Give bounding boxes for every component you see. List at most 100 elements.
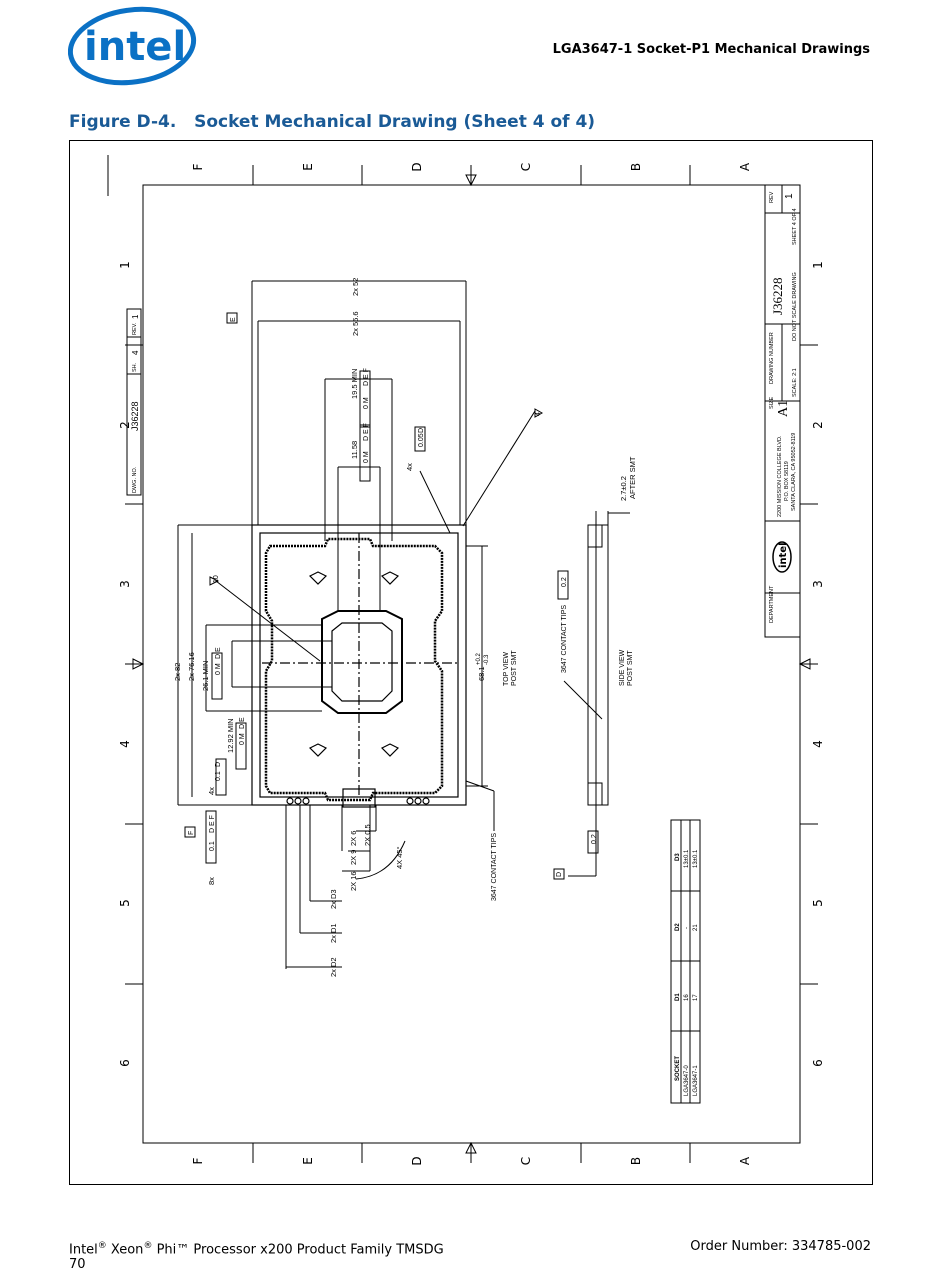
datum-e: E: [230, 317, 237, 322]
dim-76-16: 2x 76.16: [187, 652, 196, 681]
fcf-0-2-side: 0.2: [591, 834, 598, 844]
zone-number-2-right: 2: [811, 421, 825, 429]
intel-logo: intel: [68, 6, 197, 86]
tb-dwg-number: J36228: [770, 277, 785, 315]
small-title-block: [126, 308, 142, 496]
tb-address-2: P.O. BOX 58119: [784, 461, 790, 501]
zone-letter-f-top: F: [191, 163, 205, 170]
footer-order-number: Order Number: 334785-002: [690, 1239, 871, 1254]
dim-68-1: 68.1: [477, 666, 486, 681]
tb-rev: 1: [784, 193, 795, 199]
dim-2x16: 2X 16: [349, 871, 358, 891]
footer-page-number: 70: [69, 1257, 86, 1273]
dim-52: 2x 52: [351, 278, 360, 296]
datums-de-12: D E: [239, 717, 246, 729]
zone-letter-c-bottom: C: [519, 1157, 533, 1165]
tb-do-not-scale: DO NOT SCALE DRAWING: [792, 272, 798, 341]
zone-letter-a-top: A: [738, 162, 752, 171]
dim-2-7: 2.7±0.2: [619, 476, 628, 501]
dim-4x45: 4X 45°: [395, 846, 404, 869]
zone-number-3-left: 3: [118, 580, 132, 588]
figure-title: Socket Mechanical Drawing (Sheet 4 of 4): [194, 112, 596, 132]
table-header-socket: SOCKET: [675, 1056, 681, 1081]
zone-number-1-left: 1: [118, 261, 132, 269]
note-4: 4: [535, 412, 542, 416]
datums-def-19: D E F: [363, 368, 370, 386]
dim-11-58: 11.58: [350, 441, 359, 459]
label-side-post-smt: POST SMT: [627, 650, 634, 686]
zone-letter-e-top: E: [301, 163, 315, 171]
tb-address-1: 2200 MISSION COLLEGE BLVD.: [777, 435, 783, 517]
zone-number-4-right: 4: [811, 740, 825, 748]
drawing-canvas: F E D C B A F E D C B A 1 2 3 4 5 6 1 2 …: [107, 155, 825, 1166]
tb-scale: SCALE: 2:1: [792, 368, 798, 397]
dim-19-5: 19.5 MIN: [350, 369, 359, 399]
fcf-0-2-tips: 0.2: [561, 577, 568, 587]
dim-56-6: 2x 56.6: [351, 311, 360, 336]
footer-product-line: Intel® Xeon® Phi™ Processor x200 Product…: [69, 1241, 444, 1258]
dim-after-smt: AFTER SMT: [628, 456, 637, 499]
dim-2x0-5: 2X 0.5: [363, 824, 372, 846]
datum-d-side: D: [556, 872, 563, 877]
figure-number: Figure D-4.: [69, 112, 177, 132]
intel-logo-text: intel: [84, 24, 186, 70]
dim-68-1-plus: +0.2: [476, 652, 482, 665]
zone-number-3-right: 3: [811, 580, 825, 588]
dim-2xd1: 2x D1: [329, 923, 338, 943]
tb-intel-logo-text: intel: [778, 542, 789, 568]
tb-intel-logo: intel: [772, 541, 792, 573]
datum-f: F: [188, 831, 195, 835]
datums-def-11: D E F: [363, 423, 370, 441]
table-header-d2: D2: [675, 923, 681, 931]
tb-address-3: SANTA CLARA, CA 95052-8119: [791, 433, 797, 511]
zone-number-5-left: 5: [118, 899, 132, 907]
zone-letter-a-bottom: A: [738, 1156, 752, 1165]
socket-table-grid: [670, 819, 701, 1104]
dim-8x: 8x: [207, 877, 216, 885]
datums-de-26: D E: [215, 647, 222, 659]
sb-dwg-label: DWG. NO.: [132, 466, 138, 493]
zone-letter-c-top: C: [519, 163, 533, 171]
table-r2-socket: LGA3647-1: [693, 1065, 699, 1096]
fcf-0-05: 0.05: [418, 433, 425, 447]
sb-sh: 4: [131, 350, 140, 355]
zone-letter-d-bottom: D: [410, 1156, 424, 1165]
figure-caption: Figure D-4. Socket Mechanical Drawing (S…: [69, 112, 595, 132]
zone-letter-b-top: B: [629, 163, 643, 171]
tb-dwg-number-label: DRAWING NUMBER: [769, 332, 775, 384]
zone-number-2-left: 2: [118, 421, 132, 429]
table-header-d3: D3: [675, 853, 681, 861]
label-contact-tips-bottom: 3647 CONTACT TIPS: [491, 833, 498, 901]
zone-letter-b-bottom: B: [629, 1157, 643, 1165]
dim-2x6: 2X 6: [349, 831, 358, 846]
page-header-title: LGA3647-1 Socket-P1 Mechanical Drawings: [552, 42, 870, 57]
table-r2-d2: 21: [693, 924, 699, 931]
label-contact-tips-side: 3647 CONTACT TIPS: [561, 605, 568, 673]
dim-2x9: 2X 9: [349, 850, 358, 865]
inner-frame: [142, 184, 801, 1144]
table-r2-d1: 17: [693, 994, 699, 1001]
zone-letter-e-bottom: E: [301, 1157, 315, 1165]
fcf-0m-19: 0 M: [363, 397, 370, 409]
socket-side-view: [568, 511, 630, 877]
fcf-0-1-lower: 0.1: [209, 841, 216, 851]
dim-26-1: 26.1 MIN: [201, 661, 210, 691]
table-header-d1: D1: [675, 993, 681, 1001]
label-top-post-smt: POST SMT: [511, 650, 518, 686]
table-r1-socket: LGA3647-0: [684, 1065, 690, 1096]
table-r1-d1: 16: [684, 994, 690, 1001]
tb-size-label: SIZE: [769, 396, 775, 409]
zone-number-1-right: 1: [811, 261, 825, 269]
zone-number-5-right: 5: [811, 899, 825, 907]
zone-number-6-right: 6: [811, 1059, 825, 1067]
dim-12-92: 12.92 MIN: [226, 718, 235, 753]
sb-sh-label: SH.: [132, 362, 138, 372]
label-top-view: TOP VIEW: [503, 652, 510, 686]
zone-letter-f-bottom: F: [191, 1157, 205, 1164]
dim-4x: 4x: [405, 463, 414, 471]
socket-top-view: [251, 524, 467, 808]
sb-rev: 1: [131, 314, 140, 319]
tb-rev-label: REV: [769, 191, 775, 203]
dim-82: 2x 82: [173, 663, 182, 681]
zone-letter-d-top: D: [410, 162, 424, 171]
